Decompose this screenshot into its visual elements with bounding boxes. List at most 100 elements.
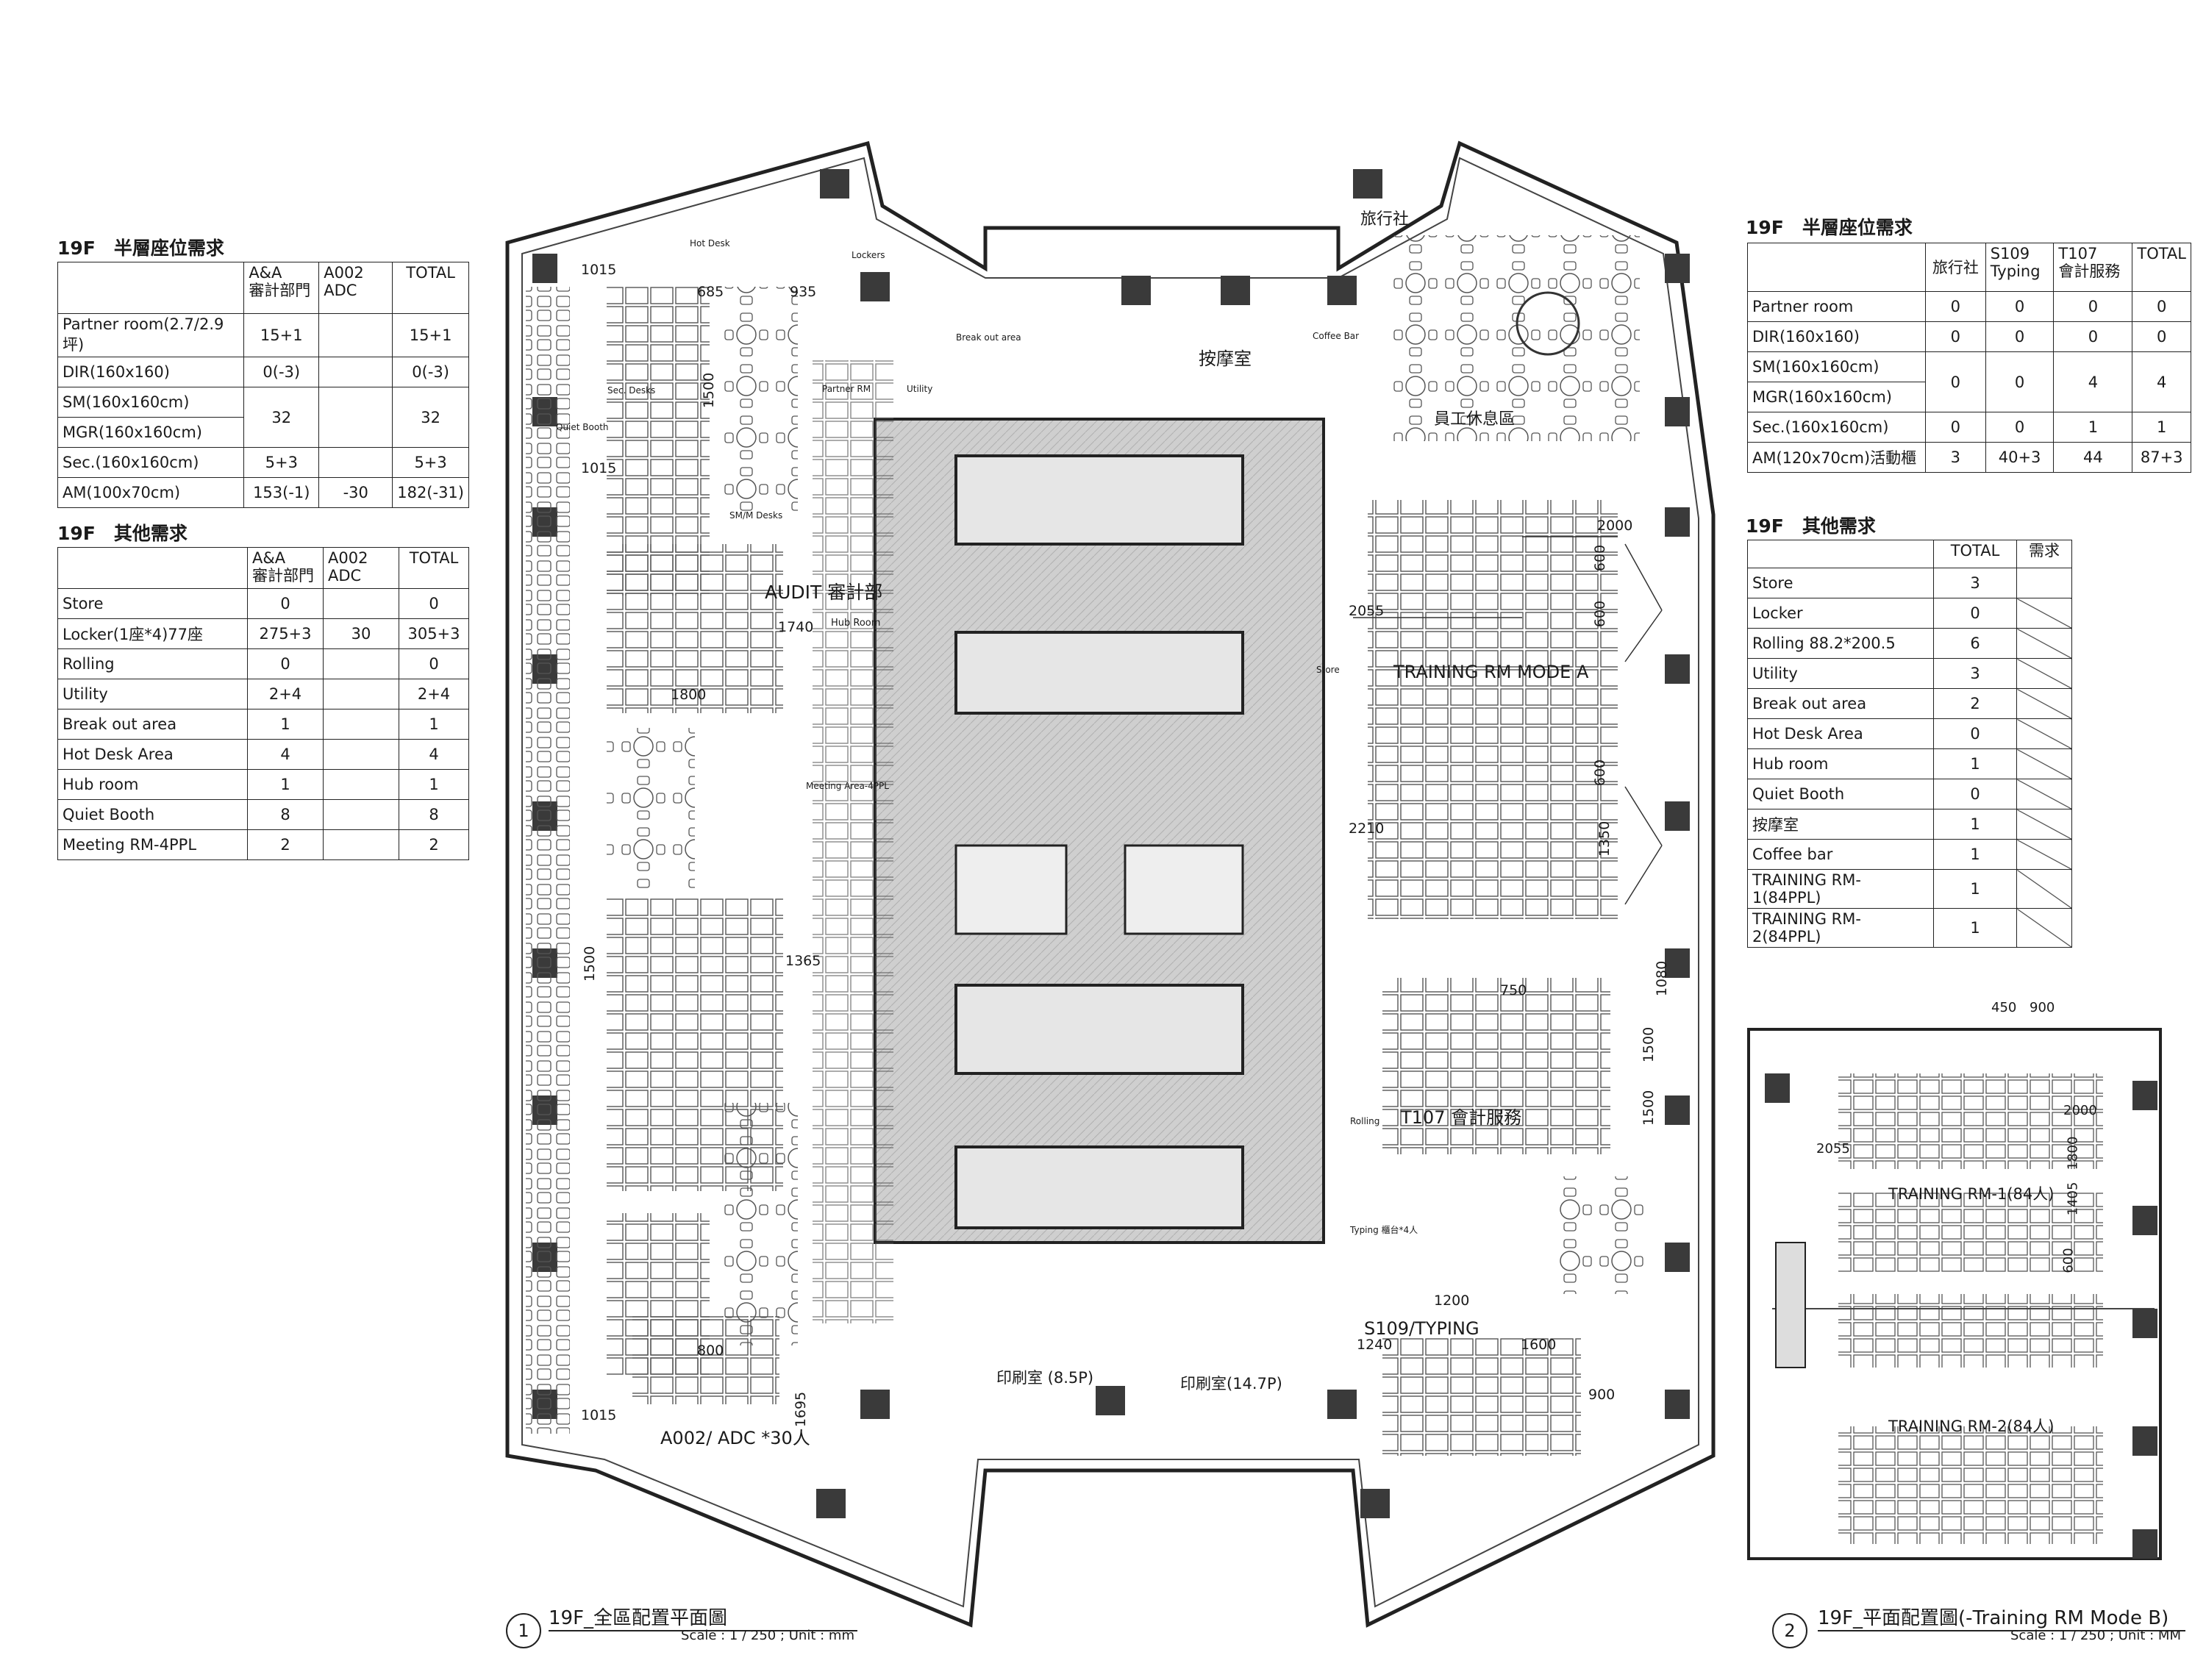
right-table1-title: 19F 半層座位需求 [1746, 217, 1913, 238]
dimension-label: 1405 [2065, 1182, 2081, 1216]
cell: 8 [247, 799, 324, 830]
cell: 15+1 [243, 313, 320, 357]
drawing-title-1: 19F_全區配置平面圖 [549, 1603, 857, 1631]
dimension-label: 1600 [1521, 1337, 1557, 1353]
dimension-label: 1015 [581, 460, 617, 476]
header-cell [1747, 243, 1926, 292]
cell [318, 387, 393, 448]
cell [323, 679, 399, 709]
row-label: DIR(160x160) [57, 357, 245, 387]
dimension-label: 2055 [1816, 1141, 1850, 1157]
cell [2016, 718, 2072, 749]
row-label: Utility [1747, 658, 1934, 689]
header-cell: A002 ADC [323, 547, 399, 589]
accounting-desks [1382, 978, 1610, 1154]
cell: 15+1 [392, 313, 469, 357]
partner-room-column [813, 360, 893, 1323]
cell [318, 357, 393, 387]
audit-label: AUDIT 審計部 [765, 582, 883, 603]
breakout-area-label: Break out area [956, 332, 1021, 343]
left-table1-title: 19F 半層座位需求 [57, 237, 224, 259]
cell [2016, 779, 2072, 809]
cell: 8 [399, 799, 469, 830]
drawing-scale-1: Scale : 1 / 250 ; Unit : mm [681, 1628, 854, 1643]
massage-room-label: 按摩室 [1199, 348, 1252, 369]
row-label: MGR(160x160cm) [1747, 382, 1926, 412]
row-label: Locker(1座*4)77座 [57, 618, 248, 649]
left-table2-title: 19F 其他需求 [57, 523, 188, 544]
cell: 0 [399, 648, 469, 679]
row-label: Sec.(160x160cm) [1747, 412, 1926, 443]
training-rows [1368, 500, 1618, 919]
dimension-label: 1500 [582, 946, 599, 982]
cell: 30 [323, 618, 399, 649]
cell: 1 [2132, 412, 2191, 443]
workstation-pods [607, 728, 695, 890]
cell [2016, 628, 2072, 659]
cell: 0 [1933, 598, 2017, 629]
cell: 4 [2053, 351, 2133, 412]
cell: 0(-3) [243, 357, 320, 387]
cell: 1 [2053, 412, 2133, 443]
store-label: Store [1316, 665, 1340, 675]
dimension-label: 1350 [1596, 821, 1613, 857]
training-rm-2-label: TRAINING RM-2(84人) [1888, 1418, 2055, 1435]
row-label: MGR(160x160cm) [57, 417, 245, 448]
cell: 1 [1933, 908, 2017, 948]
hub-room-label: Hub Room [831, 618, 881, 629]
row-label: TRAINING RM-1(84PPL) [1747, 869, 1934, 909]
utility-label: Utility [907, 384, 933, 394]
cell: 305+3 [399, 618, 469, 649]
dimension-label: 600 [2060, 1248, 2077, 1273]
cell: 4 [2132, 351, 2191, 412]
drawing-scale-2: Scale : 1 / 250 ; Unit : MM [2010, 1628, 2181, 1643]
lounge-label: 員工休息區 [1434, 410, 1516, 429]
cell [323, 769, 399, 800]
cell: 0 [1924, 291, 1986, 322]
dimension-label: 2210 [1349, 821, 1385, 837]
cell: 32 [392, 387, 469, 448]
cell [318, 447, 393, 478]
header-cell [1747, 540, 1934, 568]
cell: 1 [247, 769, 324, 800]
dimension-label: 2000 [1597, 518, 1633, 534]
cell [2016, 839, 2072, 870]
spiral-stair [1516, 291, 1580, 356]
cell [323, 829, 399, 860]
dimension-label: 1740 [778, 619, 814, 635]
header-cell: T107 會計服務 [2053, 243, 2133, 292]
typing-desks [1382, 1338, 1581, 1456]
header-cell [57, 262, 245, 314]
cell: 0 [1933, 718, 2017, 749]
cell: 0 [2132, 291, 2191, 322]
dimension-label: 1800 [2065, 1136, 2081, 1170]
cell: 5+3 [392, 447, 469, 478]
dimension-label: 1500 [1641, 1090, 1657, 1126]
core-shaft [954, 631, 1244, 715]
cell [2016, 748, 2072, 779]
row-label: Hub room [1747, 748, 1934, 779]
cell [2016, 809, 2072, 840]
row-label: AM(120x70cm)活動櫃 [1747, 442, 1926, 473]
cell: 0(-3) [392, 357, 469, 387]
cell: 2 [247, 829, 324, 860]
core-shaft [954, 984, 1244, 1075]
cell [2016, 598, 2072, 629]
meeting-area-label: Meeting Area-4PPL [806, 781, 889, 791]
dimension-label: 1015 [581, 1407, 617, 1423]
cell: 0 [1924, 412, 1986, 443]
chair-row [526, 287, 570, 1434]
core-stair [954, 844, 1068, 935]
dimension-label: 1500 [1641, 1026, 1657, 1063]
header-cell: 需求 [2016, 540, 2072, 568]
training-mode-b-plan [1747, 1028, 2162, 1560]
header-cell: S109 Typing [1985, 243, 2055, 292]
row-label: DIR(160x160) [1747, 321, 1926, 352]
cell: 1 [1933, 748, 2017, 779]
row-label: Rolling 88.2*200.5 [1747, 628, 1934, 659]
row-label: 按摩室 [1747, 809, 1934, 840]
drawing-title-2: 19F_平面配置圖(-Training RM Mode B) [1818, 1603, 2185, 1631]
header-cell: TOTAL [2132, 243, 2191, 292]
row-label: Partner room [1747, 291, 1926, 322]
cell: 0 [1924, 321, 1986, 352]
